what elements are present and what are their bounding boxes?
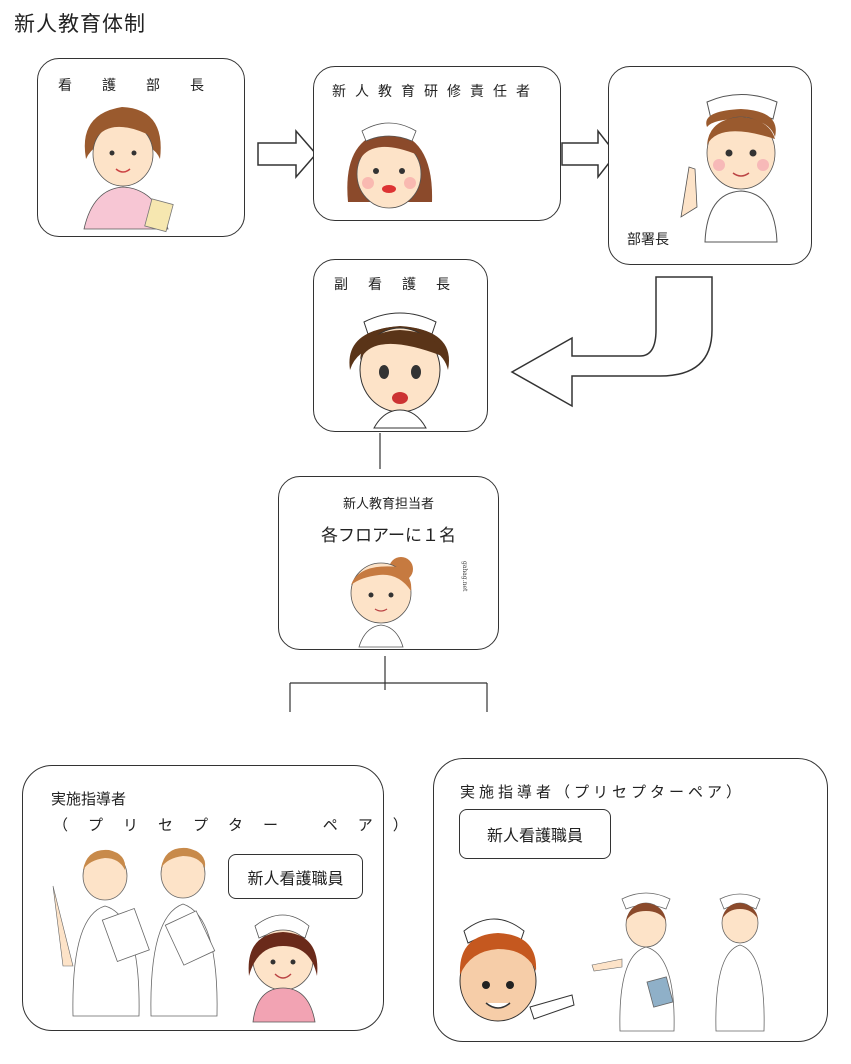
preceptor-illustration bbox=[52, 847, 318, 1023]
node-label: 新人教育担当者 bbox=[342, 497, 434, 512]
node-label: 実施指導者 bbox=[51, 790, 127, 808]
node-education-staff: 新人教育担当者 各フロアーに１名 gahag.net bbox=[278, 476, 499, 650]
nurse-illustration bbox=[347, 122, 433, 209]
nurse-illustration bbox=[83, 107, 174, 233]
node-label: 実施指導者（プリセプターペア） bbox=[460, 783, 746, 801]
new-nurse-box: 新人看護職員 bbox=[459, 809, 611, 859]
image-credit: gahag.net bbox=[461, 561, 468, 592]
node-label: 副看護長 bbox=[334, 277, 470, 293]
nurse-illustration bbox=[350, 557, 413, 648]
arrow-right-1 bbox=[257, 128, 317, 180]
node-dept-head: 部署長 bbox=[608, 66, 812, 265]
node-label: 新人教育研修責任者 bbox=[332, 84, 539, 100]
node-label: 部署長 bbox=[627, 232, 669, 248]
nurse-illustration bbox=[349, 312, 449, 429]
node-label: 看護部長 bbox=[58, 78, 234, 94]
arrow-right-2 bbox=[561, 128, 617, 180]
arrow-curved bbox=[510, 276, 713, 408]
node-training-manager: 新人教育研修責任者 bbox=[313, 66, 561, 221]
node-vice-nursing-head: 副看護長 bbox=[313, 259, 488, 432]
preceptor-illustration bbox=[459, 892, 765, 1032]
new-nurse-box: 新人看護職員 bbox=[228, 854, 363, 899]
nurse-illustration bbox=[680, 94, 778, 243]
node-sublabel: （プリセプター ペア） bbox=[53, 816, 428, 834]
node-sublabel: 各フロアーに１名 bbox=[321, 526, 456, 546]
node-nursing-director: 看護部長 bbox=[37, 58, 245, 237]
node-preceptor-left: 実施指導者 （プリセプター ペア） 新人看護職員 bbox=[22, 765, 408, 1031]
page-title: 新人教育体制 bbox=[14, 12, 146, 36]
node-preceptor-right: 実施指導者（プリセプターペア） 新人看護職員 bbox=[433, 758, 828, 1042]
